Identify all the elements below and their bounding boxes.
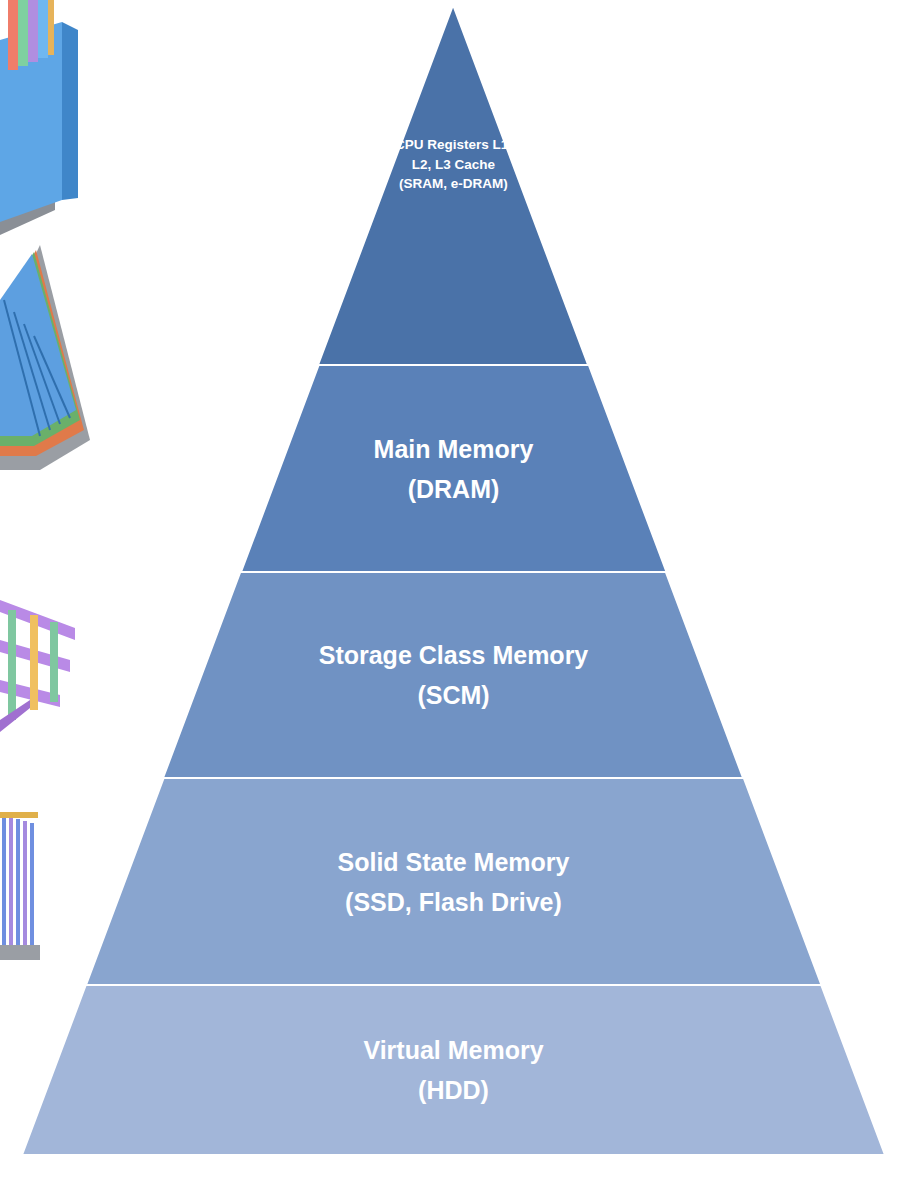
band-fill	[163, 572, 743, 778]
level-name: Solid State Memory	[337, 842, 569, 882]
pillar-cap	[0, 812, 38, 818]
pillar	[2, 815, 6, 945]
band-fill	[241, 365, 666, 572]
band-label: Virtual Memory(HDD)	[363, 1030, 543, 1110]
plate-line	[4, 300, 40, 436]
level-name: Storage Class Memory	[319, 635, 589, 675]
level-technology: (SCM)	[319, 675, 589, 715]
plate-line	[24, 324, 60, 424]
plate-line	[34, 336, 70, 418]
level-technology: (SRAM, e-DRAM)	[394, 174, 512, 194]
band-shape	[163, 572, 743, 778]
level-technology: (HDD)	[363, 1070, 543, 1110]
band-shape	[86, 778, 821, 985]
pillar	[9, 817, 13, 945]
pyramid-band: Solid State Memory(SSD, Flash Drive)	[86, 778, 821, 985]
level-name: Main Memory	[374, 429, 534, 469]
band-label: Storage Class Memory(SCM)	[319, 635, 589, 715]
level-name: CPU Registers L1, L2, L3 Cache	[394, 135, 512, 174]
pillar	[16, 819, 20, 945]
level-technology: (SSD, Flash Drive)	[337, 882, 569, 922]
pyramid-band: Virtual Memory(HDD)	[22, 985, 885, 1155]
band-label: Main Memory(DRAM)	[374, 429, 534, 509]
transistor-illustration	[0, 0, 78, 235]
level-technology: (DRAM)	[374, 469, 534, 509]
plate-line	[14, 312, 50, 430]
band-label: CPU Registers L1, L2, L3 Cache(SRAM, e-D…	[394, 5, 512, 194]
band-label: Solid State Memory(SSD, Flash Drive)	[337, 842, 569, 922]
nand-illustration	[0, 812, 40, 960]
band-fill	[318, 5, 588, 365]
band-shape	[241, 365, 666, 572]
level-name: Virtual Memory	[363, 1030, 543, 1070]
pyramid-band: CPU Registers L1, L2, L3 Cache(SRAM, e-D…	[318, 5, 588, 365]
band-fill	[86, 778, 821, 985]
band-shape	[22, 985, 885, 1155]
dram-illustration	[0, 245, 90, 470]
pillar	[23, 821, 27, 945]
pyramid-band: Storage Class Memory(SCM)	[163, 572, 743, 778]
pyramid-band: Main Memory(DRAM)	[241, 365, 666, 572]
pillar	[30, 823, 34, 945]
band-fill	[22, 985, 885, 1155]
crossbar-illustration	[0, 600, 75, 732]
